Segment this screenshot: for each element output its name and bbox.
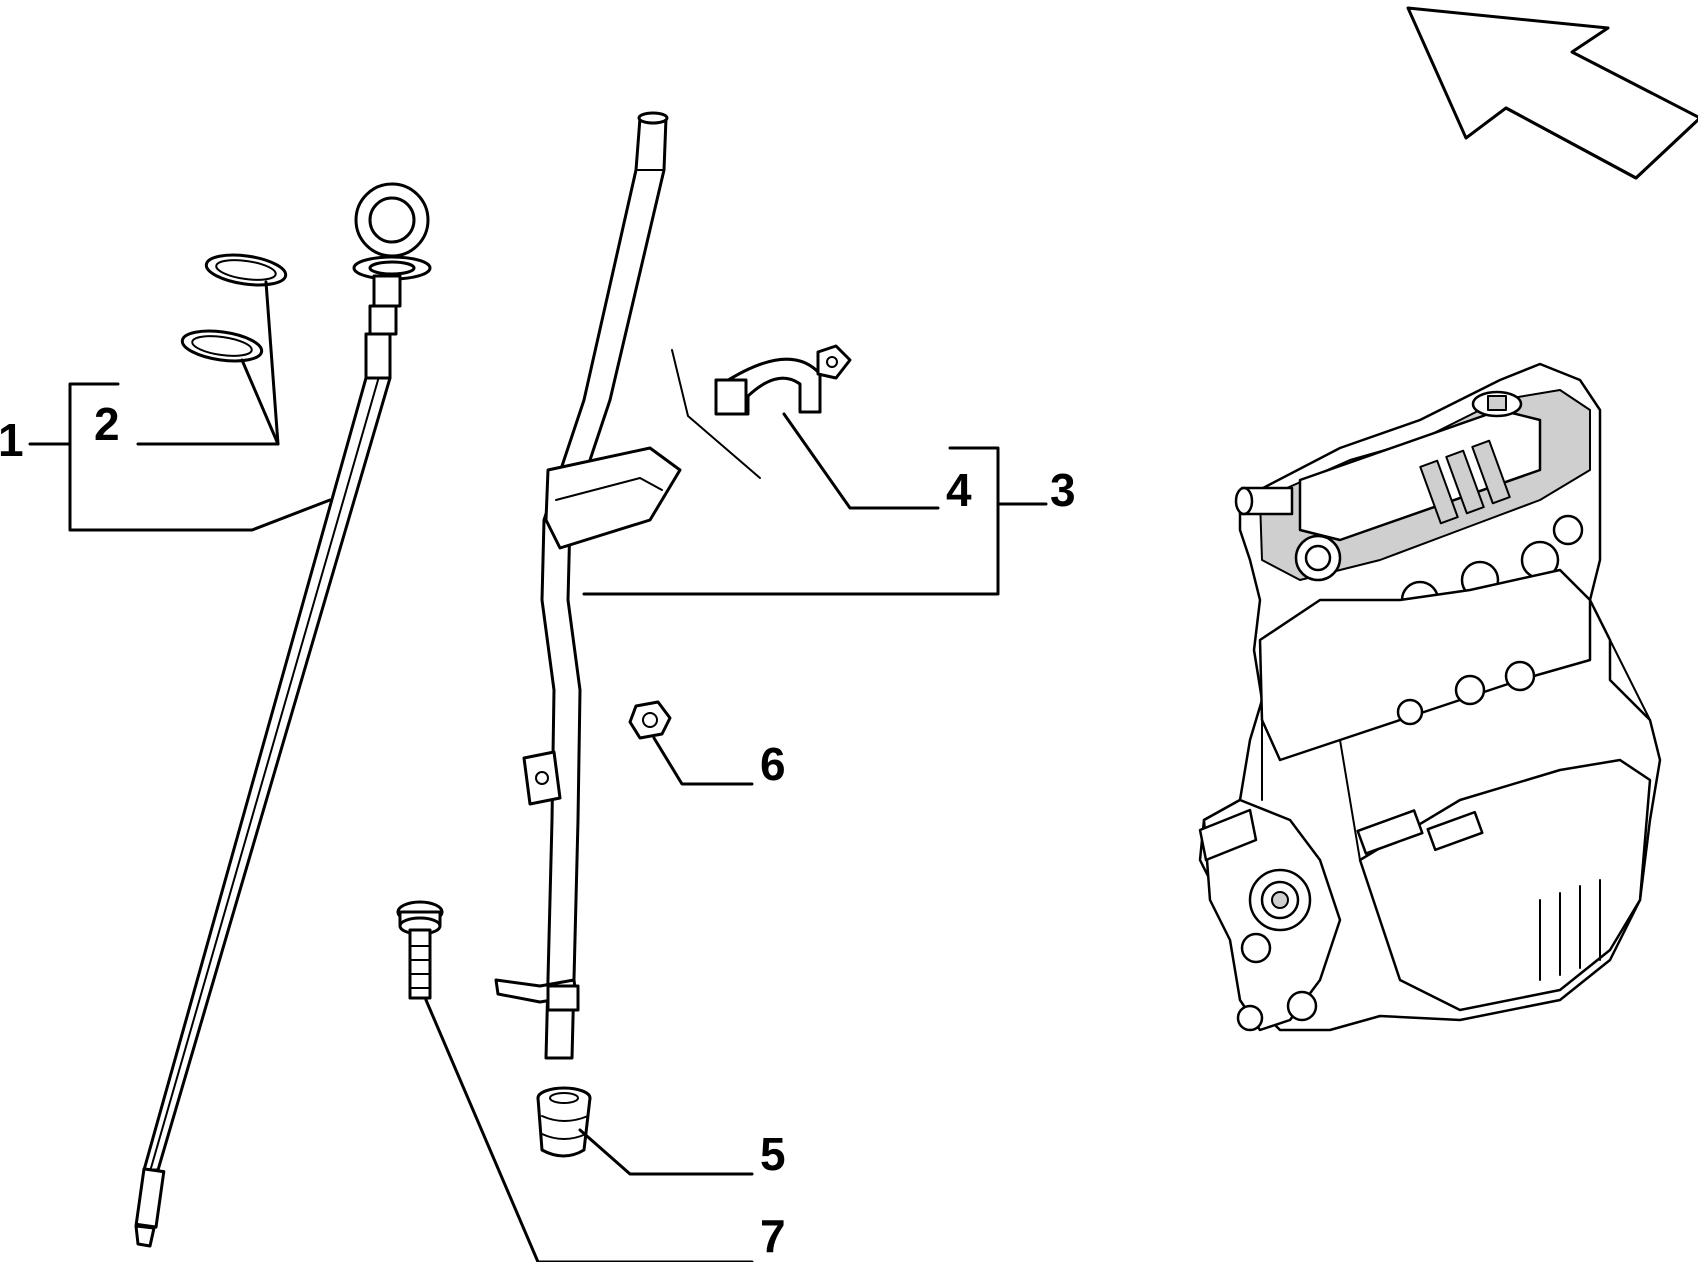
nut-part <box>628 700 672 740</box>
callout-2: 2 <box>94 398 120 450</box>
engine-block-icon <box>1198 362 1662 1032</box>
guide-tube-part <box>494 111 761 1060</box>
bolt-part <box>396 900 444 1000</box>
direction-arrow-icon <box>1406 6 1698 180</box>
callout-labels: 1 2 3 4 5 6 7 <box>0 398 1076 1262</box>
leader-lines <box>28 280 1048 1262</box>
callout-4: 4 <box>946 464 972 516</box>
o-ring-seals <box>180 253 288 363</box>
callout-5: 5 <box>760 1128 786 1180</box>
clip-part <box>714 344 852 416</box>
callout-6: 6 <box>760 738 786 790</box>
callout-1: 1 <box>0 414 24 466</box>
callout-7: 7 <box>760 1210 786 1262</box>
grommet-part <box>536 1086 592 1158</box>
callout-3: 3 <box>1050 464 1076 516</box>
dipstick-part <box>134 182 432 1248</box>
